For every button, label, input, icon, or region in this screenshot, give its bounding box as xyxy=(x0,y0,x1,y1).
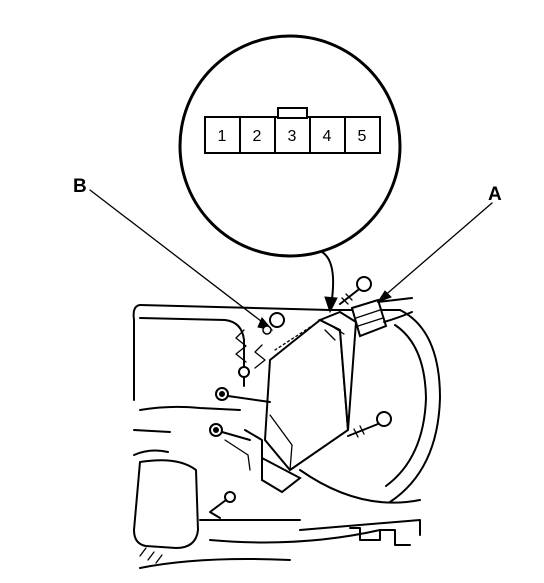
pin-label: 5 xyxy=(358,128,367,145)
bolt-right-panel xyxy=(262,325,272,335)
callout-label-a: A xyxy=(488,184,502,205)
clip-top-left xyxy=(269,312,285,328)
connector-detail: 1 2 3 4 5 xyxy=(178,34,402,258)
screw-right xyxy=(347,411,392,438)
pin-label: 2 xyxy=(253,128,262,145)
detail-arrow xyxy=(321,251,338,314)
pin-label: 4 xyxy=(323,128,332,145)
pin-label: 3 xyxy=(288,128,297,145)
control-unit xyxy=(224,310,358,494)
bolt-left-panel xyxy=(238,366,250,378)
screw-left-upper xyxy=(215,387,271,403)
screw-left-lower xyxy=(209,423,251,441)
callout-label-b: B xyxy=(73,176,87,197)
pin-label: 1 xyxy=(218,128,227,145)
screw-top xyxy=(339,276,372,305)
screw-bottom xyxy=(209,491,236,519)
dashboard-structure xyxy=(132,304,441,569)
leader-line-a xyxy=(376,202,493,304)
harness-connector xyxy=(350,297,413,338)
